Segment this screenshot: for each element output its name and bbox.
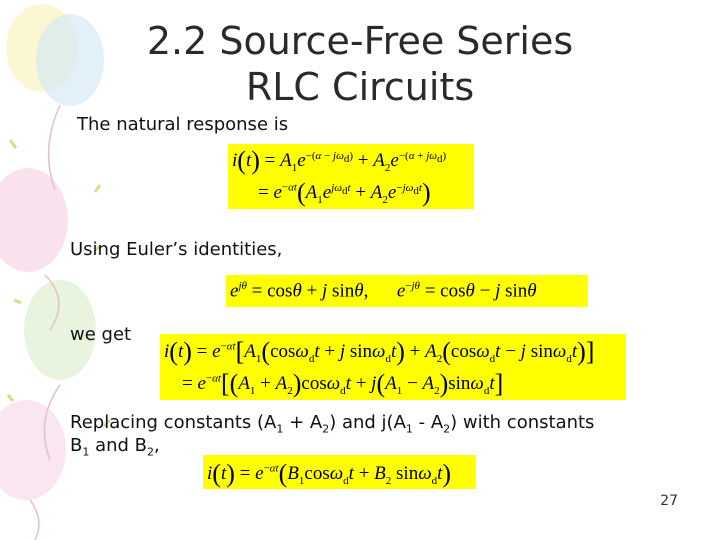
euler-label: Using Euler’s identities, [70, 239, 283, 260]
replacing-text-line1: Replacing constants (A1 + A2) and j(A1 -… [70, 412, 595, 436]
eq1-line2: = e−αt(A1ejωdt + A2e−jωdt) [258, 178, 431, 207]
eq1-line1: i(t) = A1e−(α − jωd) + A2e−(α + jωd) [232, 146, 447, 175]
title-line-2: RLC Circuits [245, 65, 475, 109]
balloon-blue-top [36, 14, 104, 106]
balloon-pink-mid [0, 168, 68, 272]
balloon-green-mid [24, 280, 96, 380]
natural-response-equation: i(t) = A1e−(α − jωd) + A2e−(α + jωd) = e… [228, 144, 474, 209]
euler-identities-equation: ejθ = cosθ + j sinθ, e−jθ = cosθ − j sin… [226, 275, 588, 307]
final-response-equation: i(t) = e−αt(B1cosωdt + B2 sinωdt) [203, 455, 476, 489]
eq4-line: i(t) = e−αt(B1cosωdt + B2 sinωdt) [207, 459, 452, 488]
balloon-pink-low [0, 400, 66, 500]
page-number: 27 [660, 493, 678, 509]
replacing-text-line2: B1 and B2, [70, 435, 160, 459]
balloon-strings [29, 104, 61, 540]
euler-identities-line: ejθ = cosθ + j sinθ, e−jθ = cosθ − j sin… [230, 280, 537, 302]
expanded-response-equation: i(t) = e−αt[A1(cosωdt + j sinωdt) + A2(c… [160, 334, 626, 400]
eq3-line1: i(t) = e−αt[A1(cosωdt + j sinωdt) + A2(c… [164, 337, 595, 366]
confetti [6, 139, 112, 428]
slide-title: 2.2 Source-Free Series RLC Circuits [100, 18, 620, 110]
eq3-line2: = e−αt[(A1 + A2)cosωdt + j(A1 − A2)sinωd… [182, 369, 504, 398]
title-line-1: 2.2 Source-Free Series [146, 19, 574, 63]
intro-text: The natural response is [77, 114, 289, 135]
we-get-label: we get [70, 324, 132, 345]
